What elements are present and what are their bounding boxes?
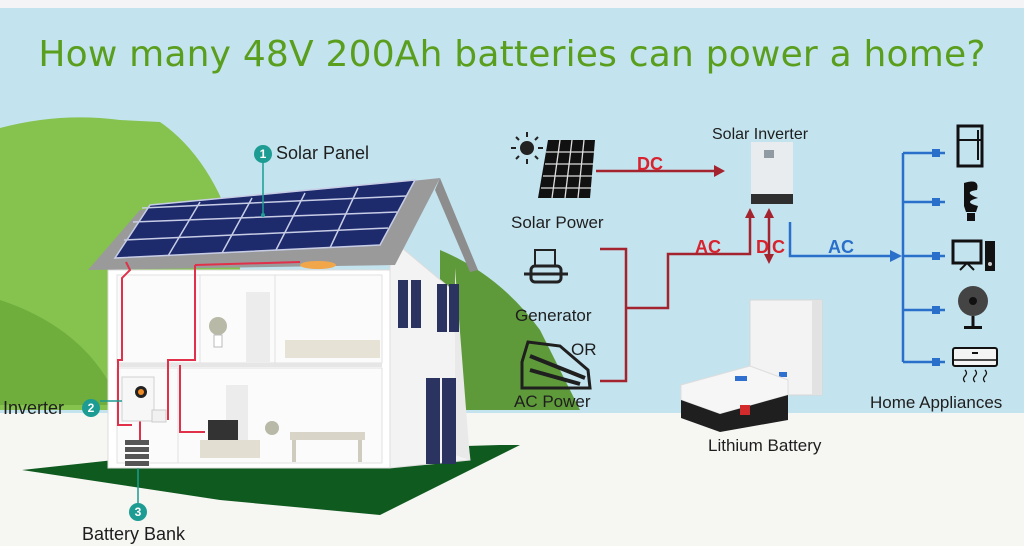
home-appliances-label: Home Appliances — [870, 393, 1003, 412]
callout-badge-1: 1 — [254, 145, 272, 163]
ac-input-bracket — [600, 247, 628, 383]
computer-icon — [951, 239, 995, 271]
solar-power-icon — [538, 139, 595, 199]
ac-output-label: AC — [828, 237, 854, 257]
dc-solar-label: DC — [637, 154, 663, 174]
solar-panel-label: Solar Panel — [276, 143, 370, 163]
right-hill — [440, 250, 580, 410]
lithium-battery-label: Lithium Battery — [708, 436, 822, 455]
ac-output-line — [788, 222, 895, 258]
left-hill-dark — [0, 300, 120, 405]
callout-badge-3: 3 — [129, 503, 147, 521]
generator-label: Generator — [515, 306, 592, 325]
infographic: How many 48V 200Ah batteries can power a… — [0, 8, 1024, 546]
ac-input-label: AC — [695, 237, 721, 257]
page-title: How many 48V 200Ah batteries can power a… — [38, 34, 986, 75]
fan-icon — [958, 286, 988, 329]
air-conditioner-icon — [952, 347, 998, 383]
lithium-battery-icon — [680, 299, 823, 432]
inverter-label: Inverter — [3, 398, 65, 418]
solar-power-label: Solar Power — [511, 213, 604, 232]
rooftop-solar-panel — [113, 179, 417, 259]
illustration — [0, 117, 998, 515]
or-label: OR — [571, 340, 597, 359]
battery-bank-icon — [125, 440, 149, 466]
solar-inverter-icon — [751, 142, 793, 204]
ac-power-icon — [520, 340, 592, 390]
battery-bank-label: Battery Bank — [82, 524, 186, 544]
refrigerator-icon — [956, 124, 984, 168]
ac-power-label: AC Power — [514, 392, 591, 411]
solar-inverter-label: Solar Inverter — [712, 126, 809, 143]
top-strip — [0, 0, 1024, 8]
house-icon — [88, 178, 478, 469]
sun-icon — [511, 132, 543, 164]
light-bulb-icon — [964, 181, 978, 221]
house-inverter-icon — [121, 376, 155, 422]
generator-icon — [524, 249, 568, 284]
ac-input-line — [626, 214, 752, 310]
callout-badge-2: 2 — [82, 399, 100, 417]
dc-battery-label: DC — [756, 237, 788, 257]
